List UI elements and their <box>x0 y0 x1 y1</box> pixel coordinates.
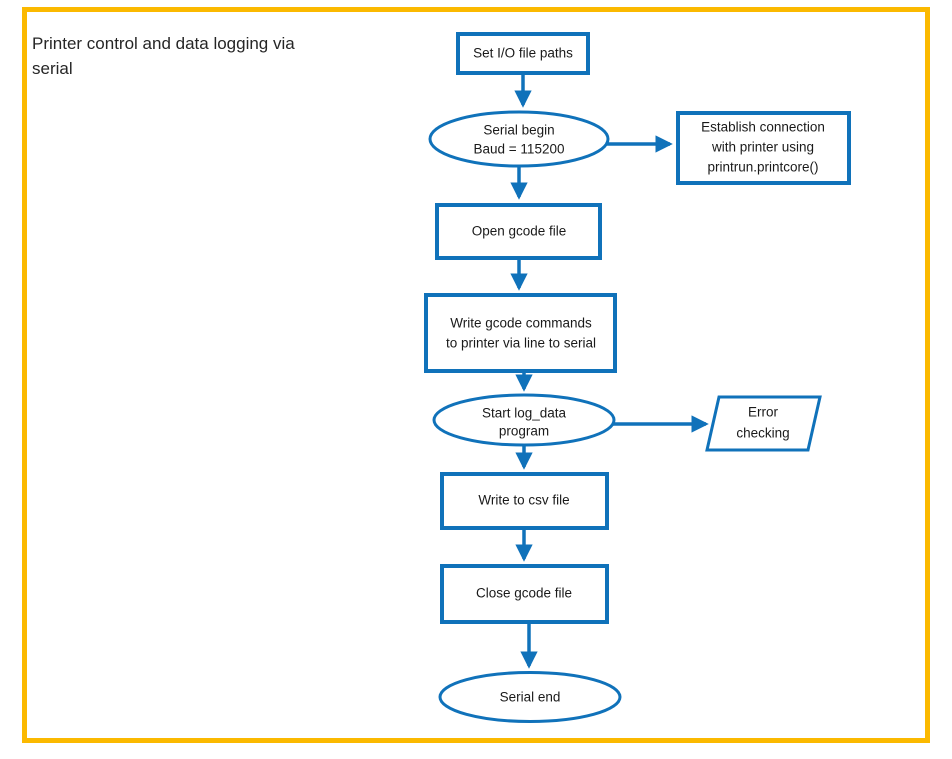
connector-layer <box>510 73 709 669</box>
node-label-serial-end: Serial end <box>500 690 561 705</box>
node-close-gcode-file[interactable]: Close gcode file <box>440 564 609 624</box>
node-label-write-gcode-commands-line2: to printer via line to serial <box>446 336 596 351</box>
node-label-serial-begin-line1: Serial begin <box>483 123 554 138</box>
node-label-establish-connection-line2: with printer using <box>711 140 814 155</box>
node-label-establish-connection-line3: printrun.printcore() <box>707 160 818 175</box>
node-serial-end[interactable]: Serial end <box>438 671 622 723</box>
node-establish-connection[interactable]: Establish connection with printer using … <box>676 111 851 185</box>
node-label-write-gcode-commands-line1: Write gcode commands <box>450 316 592 331</box>
node-label-open-gcode-file: Open gcode file <box>472 224 567 239</box>
node-start-log-data-program[interactable]: Start log_data program <box>432 393 616 447</box>
node-label-error-checking-line2: checking <box>736 426 789 441</box>
node-label-close-gcode-file: Close gcode file <box>476 586 572 601</box>
node-set-io-file-paths[interactable]: Set I/O file paths <box>456 32 590 75</box>
node-label-set-io-file-paths: Set I/O file paths <box>473 46 573 61</box>
node-label-error-checking-line1: Error <box>748 405 779 420</box>
node-write-to-csv-file[interactable]: Write to csv file <box>440 472 609 530</box>
node-error-checking[interactable]: Error checking <box>705 395 822 452</box>
node-serial-begin[interactable]: Serial begin Baud = 115200 <box>428 110 610 168</box>
page-title: Printer control and data logging via ser… <box>32 34 295 78</box>
node-write-gcode-commands[interactable]: Write gcode commands to printer via line… <box>424 293 617 373</box>
node-open-gcode-file[interactable]: Open gcode file <box>435 203 602 260</box>
node-label-serial-begin-line2: Baud = 115200 <box>474 142 565 157</box>
node-label-start-log-data-line2: program <box>499 424 549 439</box>
node-label-establish-connection-line1: Establish connection <box>701 120 825 135</box>
node-label-start-log-data-line1: Start log_data <box>482 406 567 421</box>
node-label-write-to-csv-file: Write to csv file <box>478 493 569 508</box>
